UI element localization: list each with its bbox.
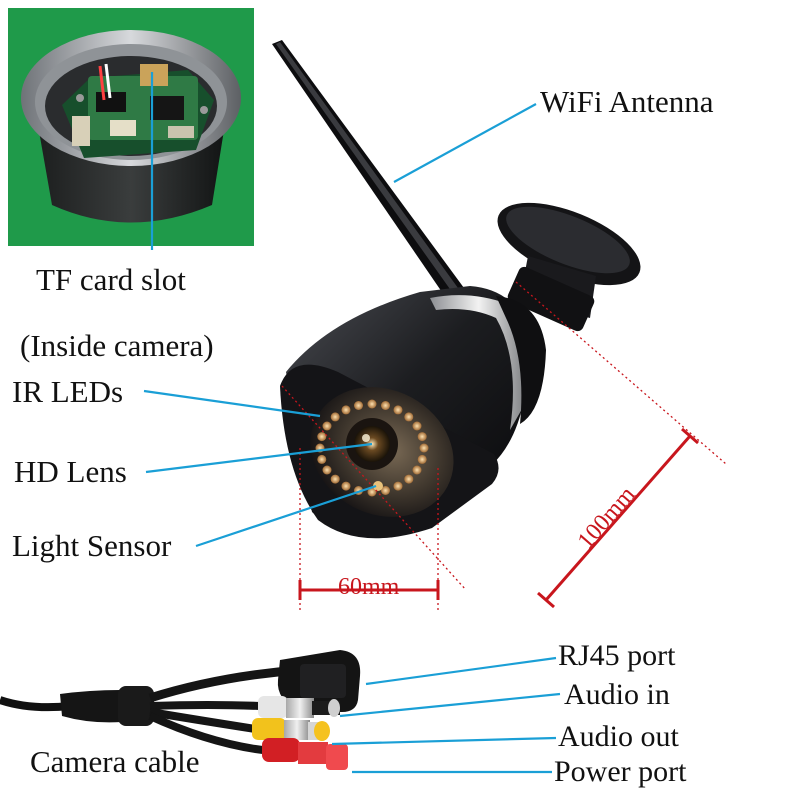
length-dimension: [537, 427, 699, 609]
width-dimension: [298, 580, 440, 600]
audio-in-connector: [258, 696, 340, 718]
ir-led-ring: [315, 399, 429, 497]
ir-led: [354, 401, 363, 410]
inset-photo: [8, 8, 254, 246]
width-dimension-label: 60mm: [338, 574, 400, 600]
ir-led: [381, 401, 390, 410]
ir-led: [393, 405, 403, 415]
light-sensor-label: Light Sensor: [12, 528, 172, 563]
ir-led: [341, 405, 351, 415]
hd-lens-label: HD Lens: [14, 454, 127, 489]
ir-led: [404, 474, 414, 484]
ir-led: [412, 465, 422, 475]
audio-out-connector: [252, 718, 330, 741]
tf-card-slot: [140, 64, 168, 86]
ir-led: [404, 412, 414, 422]
power-port-label: Power port: [554, 755, 687, 788]
ir-led: [381, 486, 390, 495]
audio-out-label: Audio out: [558, 720, 679, 753]
wall-mount: [497, 202, 641, 332]
wifi-antenna-callout: [393, 103, 537, 183]
camera-body: [280, 286, 546, 539]
ir-led: [330, 412, 340, 422]
ir-led: [330, 474, 340, 484]
camera-cable: [0, 650, 361, 770]
audio-in-label: Audio in: [564, 678, 670, 711]
power-connector: [262, 738, 348, 770]
ir-led: [419, 443, 429, 453]
ir-led: [393, 481, 403, 491]
ir-led: [317, 454, 327, 464]
ir-led: [417, 432, 427, 442]
silver-ring: [430, 295, 528, 430]
camera-cable-label: Camera cable: [30, 744, 200, 779]
ir-led: [367, 487, 377, 497]
tf-card-slot-label: TF card slot: [36, 262, 186, 297]
ir-led: [317, 432, 327, 442]
ir-led: [322, 465, 332, 475]
ir-led: [412, 421, 422, 431]
inside-camera-label: (Inside camera): [20, 328, 214, 363]
ir-led: [322, 421, 332, 431]
wifi-antenna-label: WiFi Antenna: [540, 84, 714, 119]
light-sensor: [373, 481, 383, 491]
audio-out-callout: [331, 736, 557, 746]
ir-led: [367, 399, 377, 409]
callout-lines: [143, 72, 561, 774]
hd-lens-callout: [145, 442, 373, 474]
audio-in-callout: [339, 692, 561, 718]
rj45-port-callout: [365, 656, 557, 686]
ir-leds-callout: [143, 389, 321, 418]
ir-led: [341, 481, 351, 491]
rj45-port-label: RJ45 port: [558, 639, 676, 672]
ir-leds-label: IR LEDs: [12, 374, 124, 409]
ir-led: [417, 454, 427, 464]
light-sensor-callout: [195, 484, 377, 548]
